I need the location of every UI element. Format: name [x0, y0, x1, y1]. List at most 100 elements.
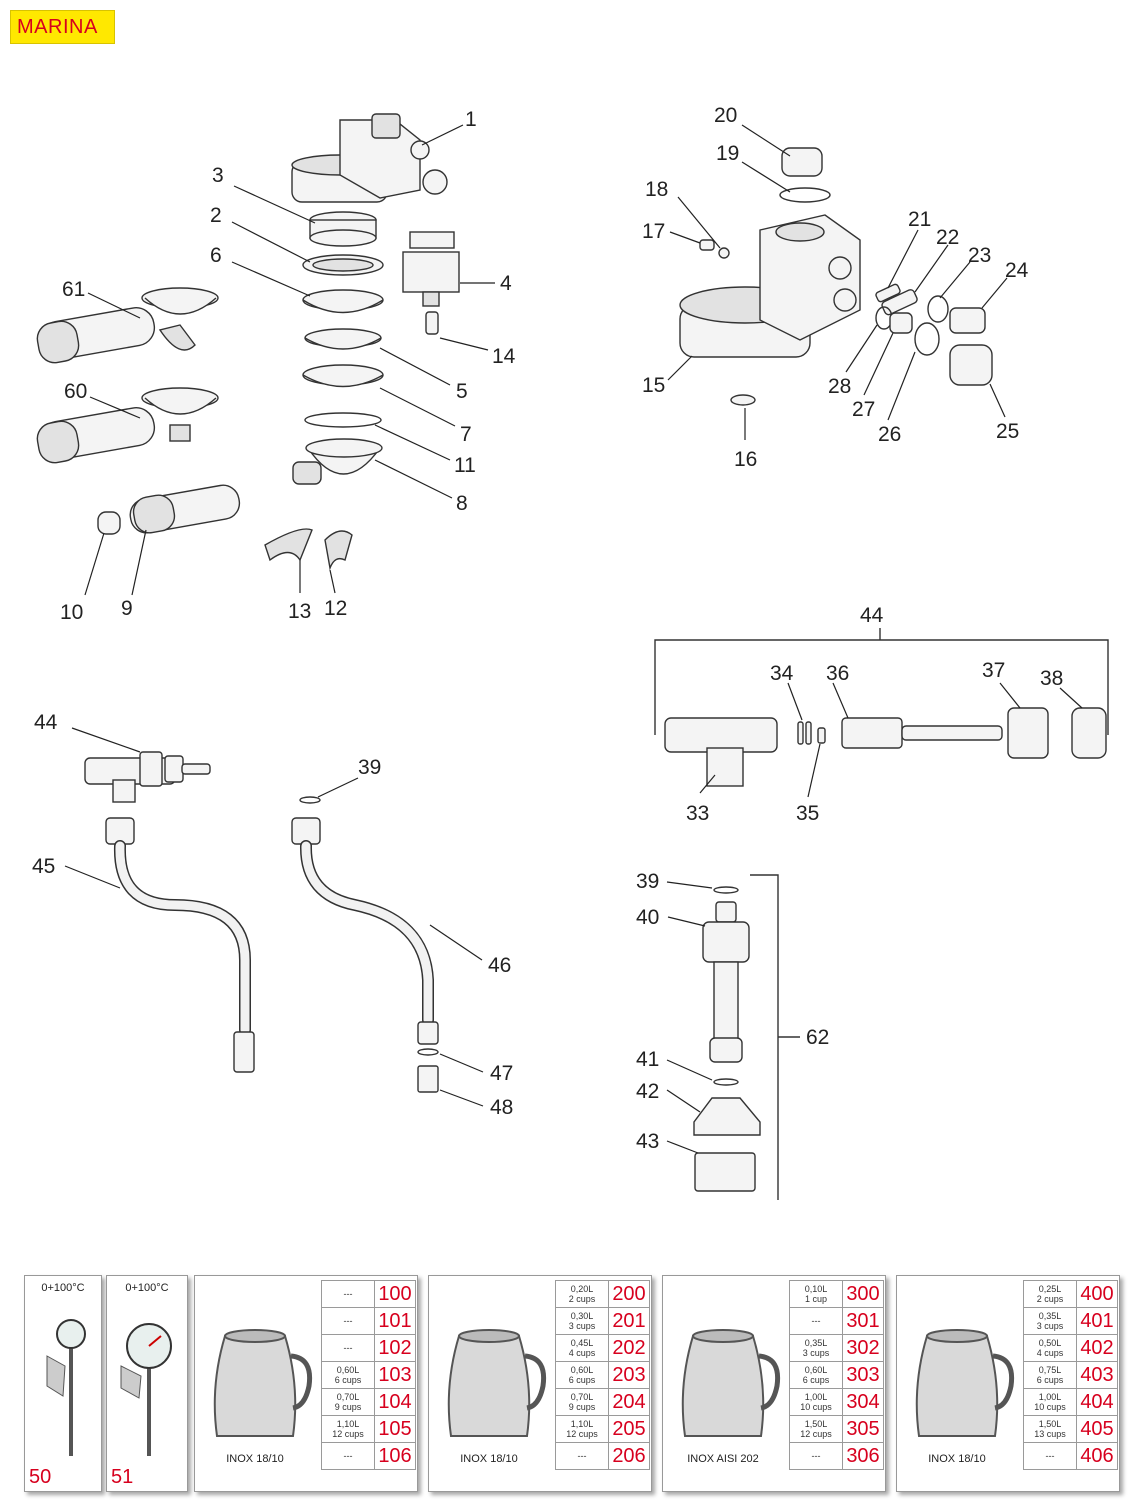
thermometer-range: 0+100°C	[41, 1282, 85, 1294]
callout-37: 37	[982, 659, 1005, 682]
group-head-assembly	[291, 113, 460, 485]
product-code-cell: 200	[608, 1280, 650, 1308]
capacity-cell: 0,30L 3 cups	[555, 1307, 609, 1335]
steam-wand-assembly	[84, 751, 439, 1093]
product-code-cell: 202	[608, 1334, 650, 1362]
capacity-cell: ---	[321, 1307, 375, 1335]
capacity-cell: ---	[321, 1442, 375, 1470]
callout-27: 27	[852, 398, 875, 421]
bracket-62	[750, 874, 779, 1200]
callout-28: 28	[828, 375, 851, 398]
callout-18: 18	[645, 178, 668, 201]
callout-39-wand: 39	[358, 756, 381, 779]
capacity-cell: 0,25L 2 cups	[1023, 1280, 1077, 1308]
callout-5: 5	[456, 380, 468, 403]
capacity-cell: 0,60L 6 cups	[789, 1361, 843, 1389]
tee-assembly	[664, 707, 1107, 787]
capacity-cell: 0,75L 6 cups	[1023, 1361, 1077, 1389]
callout-60: 60	[64, 380, 87, 403]
product-code-cell: 302	[842, 1334, 884, 1362]
product-code-cell: 204	[608, 1388, 650, 1416]
milk-jug-icon	[447, 1329, 547, 1437]
callout-1: 1	[465, 108, 477, 131]
product-code-cell: 100	[374, 1280, 416, 1308]
table-row: ---306	[789, 1442, 884, 1470]
callout-22: 22	[936, 226, 959, 249]
table-row: ---406	[1023, 1442, 1118, 1470]
callout-44-wand: 44	[34, 711, 58, 734]
product-code-cell: 305	[842, 1415, 884, 1443]
thermometer-code: 51	[111, 1466, 134, 1488]
jug-material: INOX 18/10	[460, 1453, 518, 1465]
jug-material: INOX AISI 202	[687, 1453, 759, 1465]
callout-19: 19	[716, 142, 739, 165]
valve-body-assembly	[679, 147, 993, 406]
callout-10: 10	[60, 601, 83, 624]
brand-badge: MARINA	[10, 10, 115, 44]
product-code-cell: 304	[842, 1388, 884, 1416]
capacity-cell: 1,50L 13 cups	[1023, 1415, 1077, 1443]
capacity-cell: ---	[789, 1307, 843, 1335]
capacity-cell: 1,50L 12 cups	[789, 1415, 843, 1443]
callout-33: 33	[686, 802, 709, 825]
milk-jug-icon	[213, 1329, 313, 1437]
callout-13: 13	[288, 600, 311, 623]
callout-36: 36	[826, 662, 849, 685]
capacity-cell: 0,10L 1 cup	[789, 1280, 843, 1308]
table-row: ---102	[321, 1334, 416, 1362]
callout-26: 26	[878, 423, 901, 446]
callout-8: 8	[456, 492, 468, 515]
product-code-cell: 301	[842, 1307, 884, 1335]
capacity-cell: ---	[321, 1334, 375, 1362]
product-code-cell: 405	[1076, 1415, 1118, 1443]
portafilter-assembly	[36, 287, 353, 571]
table-row: ---206	[555, 1442, 650, 1470]
exploded-parts-diagram: 1 3 2 6 4 61 14 60 5 7 11 8 10 9 13 12 2…	[32, 104, 1109, 1200]
table-row: ---106	[321, 1442, 416, 1470]
callout-39-tip: 39	[636, 870, 659, 893]
thermometer-icon	[46, 1319, 86, 1456]
callout-42: 42	[636, 1080, 659, 1103]
capacity-cell: ---	[1023, 1442, 1077, 1470]
milk-jug-icon	[915, 1329, 1015, 1437]
callout-14: 14	[492, 345, 516, 368]
table-row: ---100	[321, 1280, 416, 1308]
thermometer-code: 50	[29, 1466, 52, 1488]
callout-17: 17	[642, 220, 665, 243]
capacity-cell: ---	[555, 1442, 609, 1470]
capacity-cell: 0,35L 3 cups	[789, 1334, 843, 1362]
product-code-cell: 102	[374, 1334, 416, 1362]
callout-3: 3	[212, 164, 224, 187]
callout-16: 16	[734, 448, 757, 471]
callout-12: 12	[324, 597, 347, 620]
callout-48: 48	[490, 1096, 513, 1119]
thermometer-card-50: 0+100°C 50	[24, 1275, 102, 1492]
capacity-cell: 1,00L 10 cups	[789, 1388, 843, 1416]
capacity-cell: 0,60L 6 cups	[321, 1361, 375, 1389]
callout-15: 15	[642, 374, 665, 397]
capacity-cell: 1,00L 10 cups	[1023, 1388, 1077, 1416]
callout-46: 46	[488, 954, 511, 977]
product-code-cell: 300	[842, 1280, 884, 1308]
jug-material: INOX 18/10	[226, 1453, 284, 1465]
callout-23: 23	[968, 244, 991, 267]
jug-material: INOX 18/10	[928, 1453, 986, 1465]
